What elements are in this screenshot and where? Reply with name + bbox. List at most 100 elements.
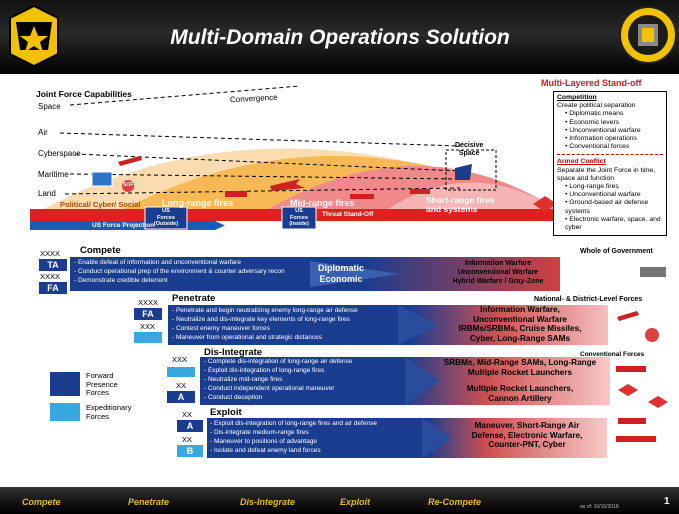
compete-task: - Demonstrate credible deterrent [74, 277, 168, 284]
compete-band [70, 257, 560, 291]
threat-standoff-label: Threat Stand-Off [322, 211, 374, 218]
armed-conflict-title: Armed Conflict [557, 158, 606, 166]
political-cyber-social-label: Political/ Cyber/ Social [60, 200, 141, 209]
footer-date: as of: 10/16/2018 [580, 504, 619, 510]
forward-presence-label: Forward Presence Forces [86, 371, 118, 397]
penetrate-task: - Penetrate and begin neutralizing enemy… [172, 307, 358, 314]
aircraft-icon [118, 156, 142, 166]
armed-conflict-intro: Separate the Joint Force in time, space … [557, 166, 656, 182]
competition-item: • Diplomatic means [565, 110, 624, 118]
theater-army-symbol: TA [38, 258, 68, 272]
title-bar [0, 0, 679, 74]
exploit-band [207, 418, 607, 458]
army-symbol: A [176, 419, 204, 433]
field-army-symbol: FA [38, 281, 68, 295]
armed-item: • Long-range fires [565, 183, 619, 191]
domain-air: Air [38, 128, 48, 137]
competition-item: • Conventional forces [565, 143, 630, 151]
compete-threat: Information Warfare Unconventional Warfa… [452, 260, 544, 285]
field-army-symbol: FA [133, 307, 163, 321]
disintegrate-task: - Conduct independent operational maneuv… [204, 385, 335, 392]
short-range-fires-label: Short-range fires and systems [426, 195, 495, 214]
echelon-label: XXX [140, 322, 156, 331]
penetrate-title: Penetrate [172, 293, 216, 304]
diplomatic-economic-label: Diplomatic Economic [318, 263, 365, 284]
exploit-threat: Maneuver, Short-Range Air Defense, Elect… [471, 421, 583, 449]
whole-of-government-heading: Whole of Government [580, 248, 653, 255]
echelon-label: XX [182, 410, 193, 419]
disintegrate-band [200, 357, 610, 405]
conventional-forces-heading: Conventional Forces [580, 351, 645, 358]
expeditionary-swatch [50, 403, 80, 421]
standoff-heading: Multi-Layered Stand-off [541, 78, 642, 88]
national-district-heading: National- & District-Level Forces [534, 296, 643, 303]
forward-presence-swatch [50, 372, 80, 396]
domain-cyberspace: Cyberspace [38, 149, 81, 158]
domain-land: Land [38, 189, 56, 198]
sof-marker-icon [122, 180, 134, 192]
exploit-title: Exploit [210, 407, 242, 418]
army-star-logo-icon [9, 4, 59, 68]
expeditionary-army-symbol: B [176, 444, 204, 458]
competition-item: • Economic levers [565, 118, 620, 126]
armed-item: • Electronic warfare, space, and cyber [565, 215, 661, 232]
competition-intro: Create political separation [557, 102, 636, 110]
disintegrate-task: - Exploit dis-integration of long-range … [204, 367, 325, 374]
domain-space: Space [38, 102, 61, 111]
standoff-box: Competition Create political separation … [553, 91, 667, 236]
us-forces-outside-label: US Forces (Outside) [153, 208, 179, 227]
echelon-label: XXXX [138, 298, 159, 307]
disintegrate-threat-1: SRBMs, Mid-Range SAMs, Long-Range Multip… [443, 358, 597, 377]
footer-recompete: Re-Compete [428, 497, 482, 507]
footer-bar [0, 487, 679, 514]
page-number: 1 [664, 496, 670, 507]
tradoc-seal-icon [619, 6, 677, 64]
convergence-arc-diagram [30, 85, 582, 230]
echelon-label: XXX [172, 355, 188, 364]
threat-launcher-icons [616, 366, 668, 442]
disintegrate-task: - Conduct deception [204, 394, 263, 401]
expeditionary-symbol [166, 366, 196, 378]
us-force-projection-label: US Force Projection [92, 222, 155, 229]
disintegrate-title: Dis-Integrate [204, 347, 263, 358]
domain-maritime: Maritime [38, 170, 69, 179]
us-forces-inside-label: US Forces (Inside) [289, 208, 309, 227]
ship-icon [225, 191, 247, 197]
footer-compete: Compete [22, 497, 61, 507]
competition-item: • Unconventional warfare [565, 126, 641, 134]
armed-item: • Unconventional warfare [565, 191, 641, 199]
footer-exploit: Exploit [340, 497, 371, 507]
sof-label: SOF [123, 182, 134, 188]
exploit-task: - Dis-integrate medium-range fires [210, 429, 309, 436]
echelon-label: XXXX [40, 272, 61, 281]
compete-task: - Enable defeat of information and uncon… [74, 259, 241, 266]
threat-unit-icon [640, 267, 666, 277]
penetrate-task: - Neutralize and dis-integrate key eleme… [172, 316, 350, 323]
echelon-label: XXXX [40, 249, 61, 258]
compete-task: - Conduct operational prep of the enviro… [74, 268, 285, 275]
exploit-task: - Maneuver to positions of advantage [210, 438, 317, 445]
mid-range-fires-label: Mid-range fires [290, 198, 355, 208]
penetrate-threat: Information Warfare, Unconventional Warf… [458, 305, 582, 343]
exploit-task: - Isolate and defeat enemy land forces [210, 447, 321, 454]
exploit-task: - Exploit dis-integration of long-range … [210, 420, 377, 427]
echelon-label: XX [182, 435, 193, 444]
competition-title: Competition [557, 94, 597, 101]
armed-item: • Ground-based air defense systems [565, 199, 649, 215]
expeditionary-corps-symbol [133, 331, 163, 344]
jet-icon [270, 179, 305, 191]
decisive-space-label: Decisive Space [455, 142, 484, 157]
expeditionary-label: Expeditionary Forces [86, 403, 132, 421]
penetrate-band [168, 305, 608, 345]
footer-disintegrate: Dis-Integrate [240, 497, 296, 507]
army-symbol: A [166, 390, 196, 404]
compete-title: Compete [80, 245, 121, 256]
page-title: Multi-Domain Operations Solution [170, 26, 510, 49]
threat-missile-icon [617, 311, 659, 342]
disintegrate-threat-2: Multiple Rocket Launchers, Cannon Artill… [466, 384, 574, 403]
joint-force-heading: Joint Force Capabilities [36, 89, 132, 99]
echelon-label: XX [176, 381, 187, 390]
disintegrate-task: - Neutralize mid-range fires [204, 376, 283, 383]
competition-item: • Information operations [565, 135, 637, 143]
penetrate-task: - Contest enemy maneuver forces [172, 325, 270, 332]
